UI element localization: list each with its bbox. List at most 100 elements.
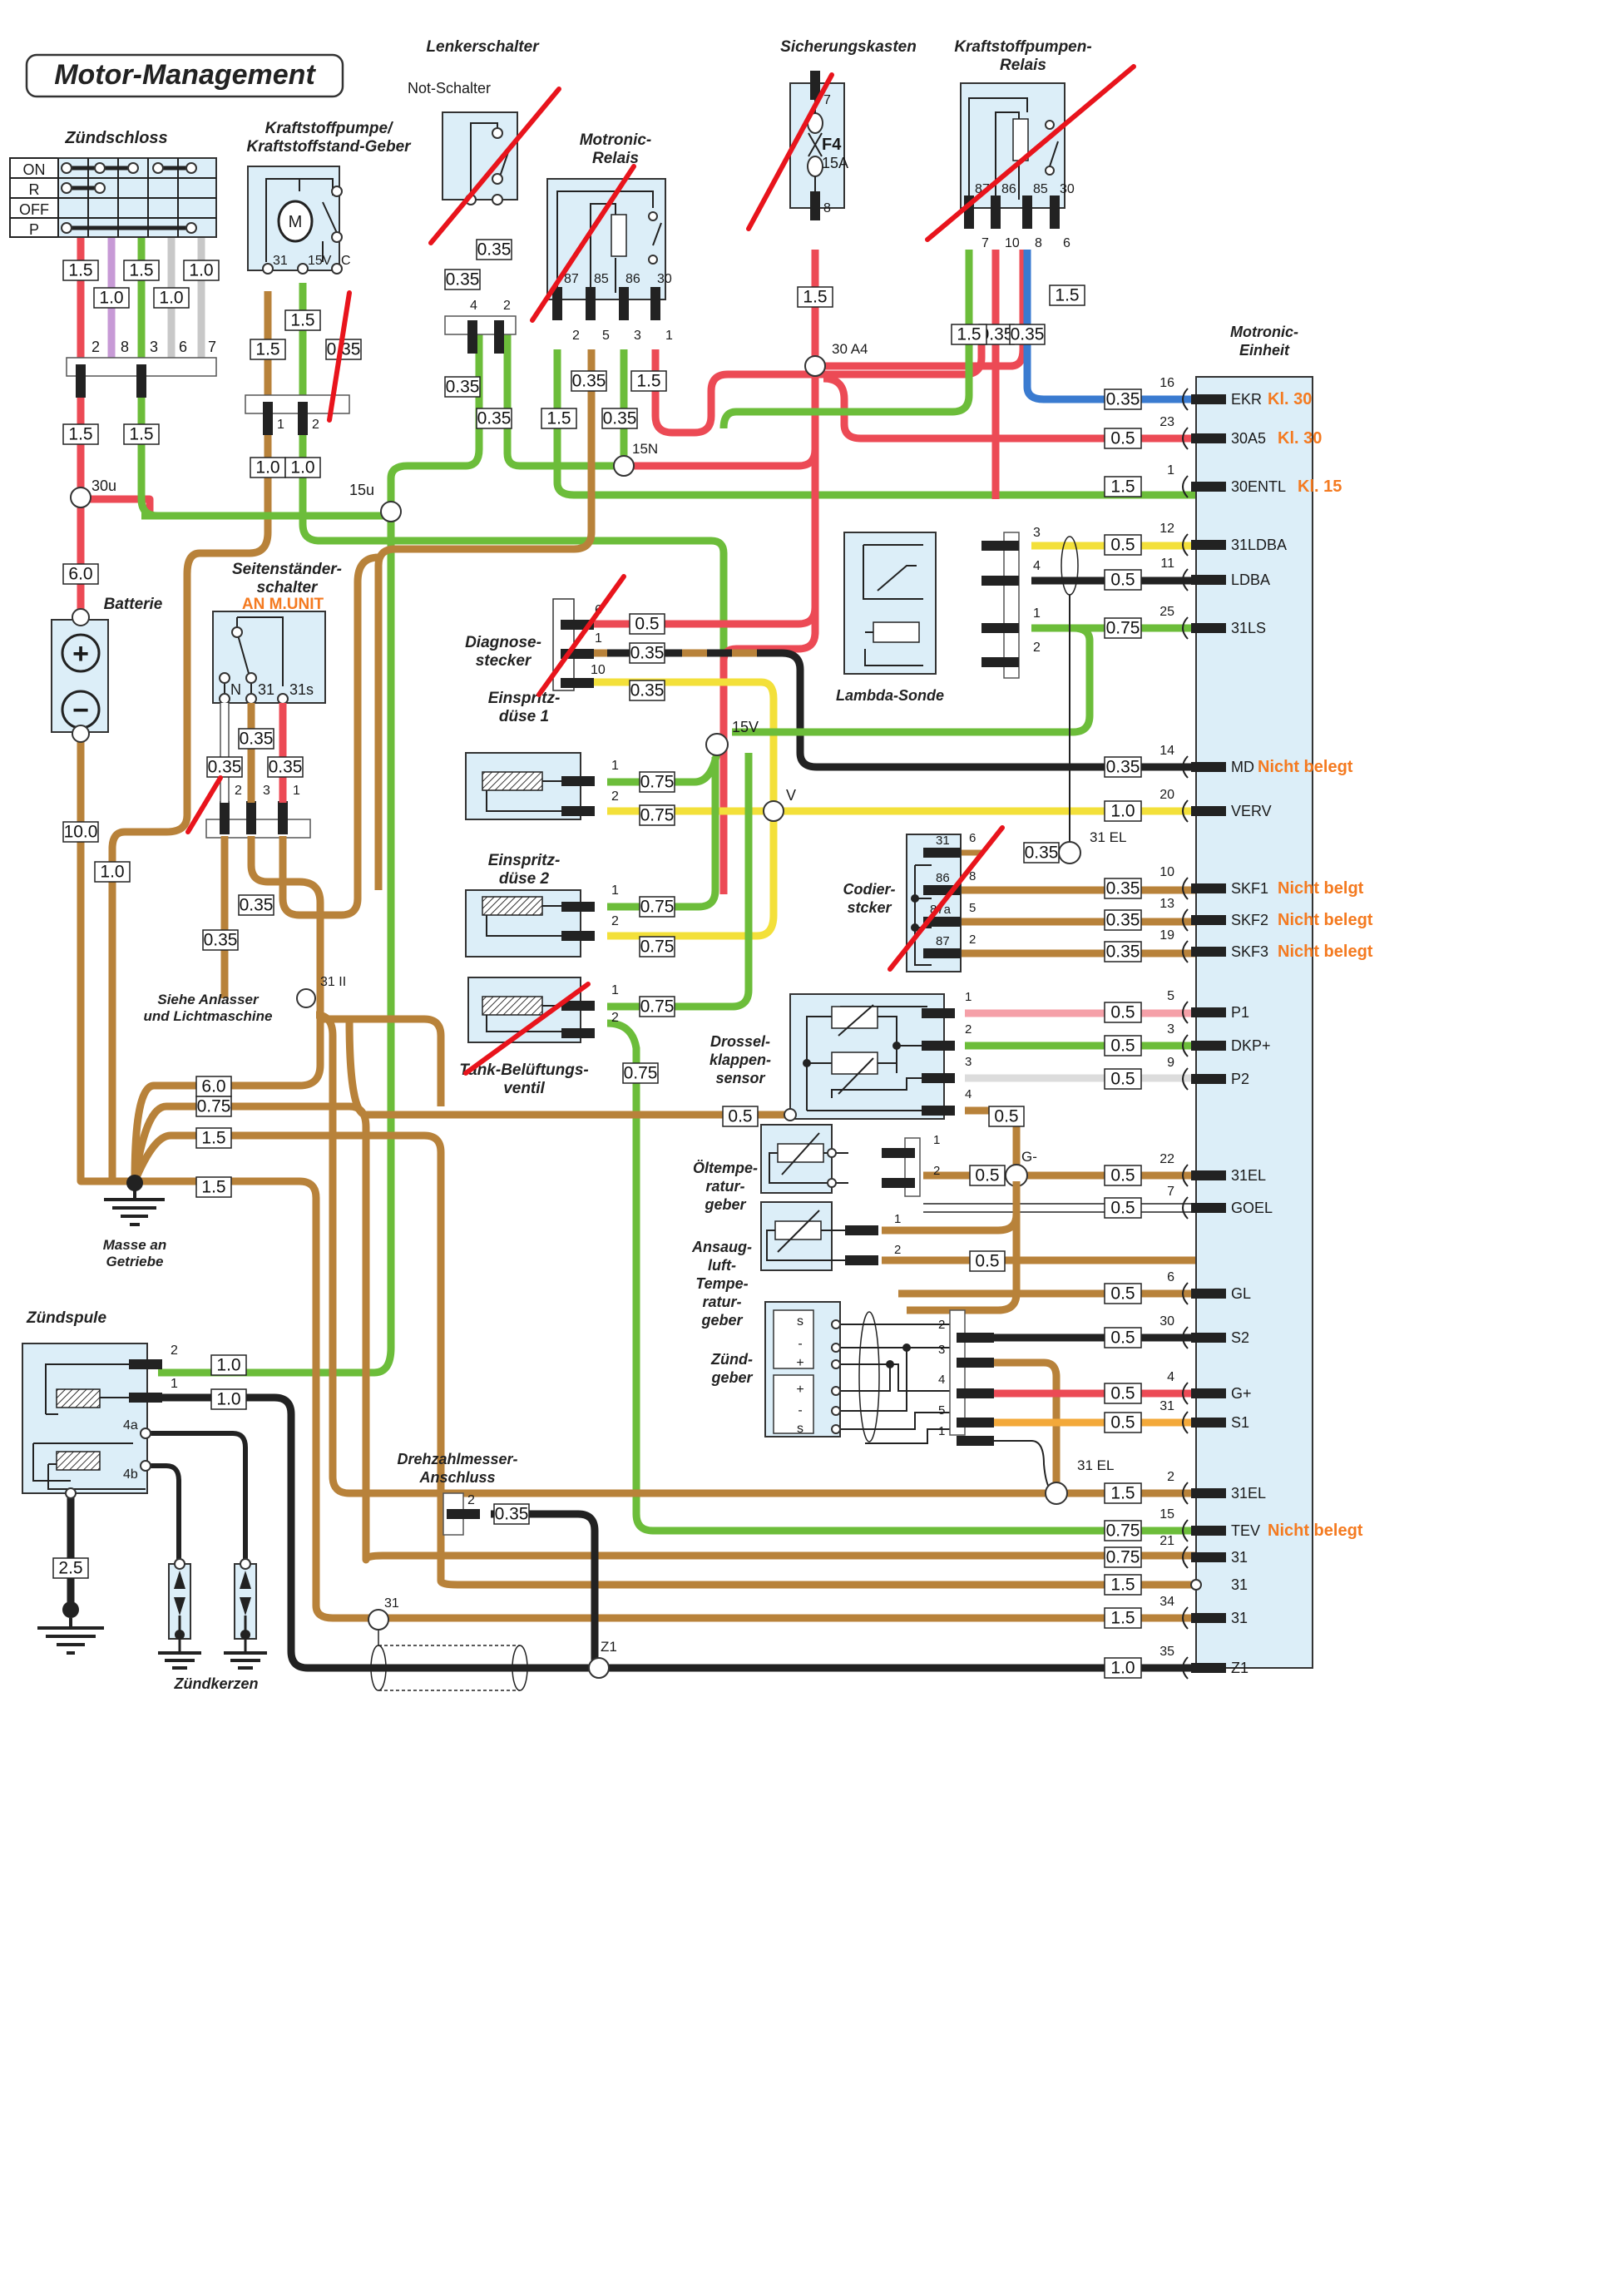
svg-text:0.5: 0.5	[1110, 429, 1135, 448]
kpr-pin-10: 10	[1005, 236, 1020, 250]
ecu-pin-name: GOEL	[1231, 1200, 1273, 1216]
wire-gnd-15a	[131, 1131, 1198, 1589]
ecu-pin-name: TEV	[1231, 1522, 1260, 1539]
masse-label-1: Masse an	[103, 1237, 167, 1253]
al-label-1: Ansaug-	[691, 1239, 752, 1255]
diag-label-2: stecker	[476, 652, 532, 670]
oeltemperaturgeber: Öltempe- ratur- geber 1 2 G-	[693, 1124, 1037, 1213]
ecu-pin-contact	[1191, 883, 1226, 893]
node-15n	[613, 455, 635, 477]
ecu-pin-number: 9	[1167, 1056, 1174, 1070]
kpr-t30: 30	[1060, 182, 1075, 196]
ecu-pin-contact	[1191, 1007, 1226, 1017]
ecu-pin-number: 20	[1159, 788, 1174, 802]
tank-label-2: ventil	[503, 1080, 545, 1097]
wire-size-label: 0.35	[571, 370, 607, 392]
svg-text:1.0: 1.0	[216, 1356, 240, 1375]
lambda-pin-4: 4	[1033, 559, 1041, 573]
ecu-pin-name: SKF3	[1231, 943, 1268, 960]
wire-kpr-8	[1023, 250, 1198, 403]
svg-text:0.35: 0.35	[1025, 844, 1059, 863]
node-15n-label: 15N	[632, 441, 658, 457]
kpr-t85: 85	[1033, 182, 1048, 196]
wire-size-label: 0.35	[1023, 842, 1060, 863]
ecu-pin-contact	[1191, 540, 1226, 550]
node-31ii-label: 31 II	[320, 975, 346, 989]
kpr-pin-8: 8	[1035, 236, 1042, 250]
ground-icon	[104, 1190, 165, 1226]
ecu-wire-size: 0.5	[1104, 1165, 1142, 1186]
wire-size-label: 0.5	[722, 1106, 759, 1127]
wire-size-label: 0.35	[238, 894, 274, 916]
ecu-pin-contact	[1191, 947, 1226, 957]
ecu-wire-size: 0.5	[1104, 1327, 1142, 1348]
svg-text:0.35: 0.35	[477, 409, 512, 428]
motor-label: M	[289, 213, 303, 231]
ecu-pin-name: P1	[1231, 1004, 1249, 1021]
zuendspule: Zündspule 2 1 4a 4b	[22, 1309, 178, 1655]
zuendgeber: Zünd- geber s - + + - s 2 3 4 5 1 31 EL	[710, 1301, 1114, 1505]
ecu-pin-number: 22	[1159, 1152, 1174, 1166]
svg-text:0.35: 0.35	[269, 758, 303, 777]
zg-pin-5: 5	[938, 1403, 945, 1418]
wire-oel-2-outline	[923, 1203, 1198, 1213]
wire-size-label: 0.75	[639, 771, 675, 793]
svg-text:0.75: 0.75	[640, 773, 675, 792]
battery-plus: +	[72, 638, 89, 670]
wire-size-label: 1.0	[93, 287, 130, 309]
zs-row-off: OFF	[19, 201, 49, 218]
ecu-pin-contact	[1191, 1170, 1226, 1180]
strike-sicherungskasten	[746, 72, 834, 231]
svg-text:0.5: 0.5	[1110, 1199, 1135, 1218]
inj2-label-2: düse 2	[499, 870, 550, 888]
svg-text:1.5: 1.5	[1055, 286, 1079, 305]
battery-plus-icon	[61, 633, 101, 673]
svg-text:10.0: 10.0	[64, 823, 98, 842]
ecu-pin-name: P2	[1231, 1071, 1249, 1087]
svg-text:1.5: 1.5	[803, 288, 827, 307]
zsp-ground-icon	[37, 1618, 104, 1655]
svg-text:0.75: 0.75	[197, 1097, 231, 1116]
ecu-pin-number: 10	[1159, 865, 1174, 879]
node-30u-label: 30u	[91, 478, 116, 494]
ecu-pin-note: Nicht belegt	[1278, 943, 1373, 961]
wire-mr-2	[553, 349, 1198, 499]
ecu-wire-size: 1.5	[1104, 476, 1142, 497]
svg-text:0.5: 0.5	[1110, 1384, 1135, 1403]
ecu-pin-name: 30ENTL	[1231, 478, 1286, 495]
ecu-pin-contact	[1191, 1526, 1226, 1536]
svg-text:0.35: 0.35	[204, 931, 238, 950]
zuendschloss-label: Zündschloss	[64, 129, 167, 147]
oel-label-1: Öltempe-	[693, 1160, 758, 1176]
kpr-t86: 86	[1001, 182, 1016, 196]
ecu-pin-contact	[1191, 623, 1226, 633]
dz-label-1: Drehzahlmesser-	[397, 1451, 517, 1467]
wire-size-label: 0.75	[639, 996, 675, 1017]
ecu-pin-note: Nicht belegt	[1268, 1522, 1363, 1540]
svg-text:1.5: 1.5	[957, 325, 981, 344]
oel-pin-2: 2	[933, 1164, 940, 1178]
node-31-bottom-label: 31	[384, 1596, 399, 1611]
wire-size-label: 0.35	[629, 680, 665, 701]
ss-t31s: 31s	[289, 681, 314, 698]
zg-pin-3: 3	[938, 1343, 945, 1357]
ecu-pin-note: Kl. 30	[1278, 429, 1322, 448]
lenker-pin-4: 4	[470, 299, 477, 313]
svg-text:1.5: 1.5	[201, 1178, 225, 1197]
wire-drehzahl	[491, 1510, 599, 1668]
node-v-label: V	[786, 787, 796, 804]
dz-pin-2: 2	[467, 1493, 475, 1507]
oel-label-2: ratur-	[705, 1178, 744, 1195]
strike-lenkerschalter	[428, 87, 561, 245]
ss-pin-1: 1	[293, 784, 300, 798]
ecu-wire-size: 0.5	[1104, 1383, 1142, 1404]
svg-text:0.35: 0.35	[477, 240, 512, 260]
svg-text:1.0: 1.0	[290, 458, 314, 478]
svg-text:0.5: 0.5	[975, 1252, 999, 1271]
svg-text:1.5: 1.5	[255, 340, 279, 359]
wire-size-label: 0.5	[969, 1165, 1006, 1186]
zsp-pin-1: 1	[171, 1377, 178, 1391]
